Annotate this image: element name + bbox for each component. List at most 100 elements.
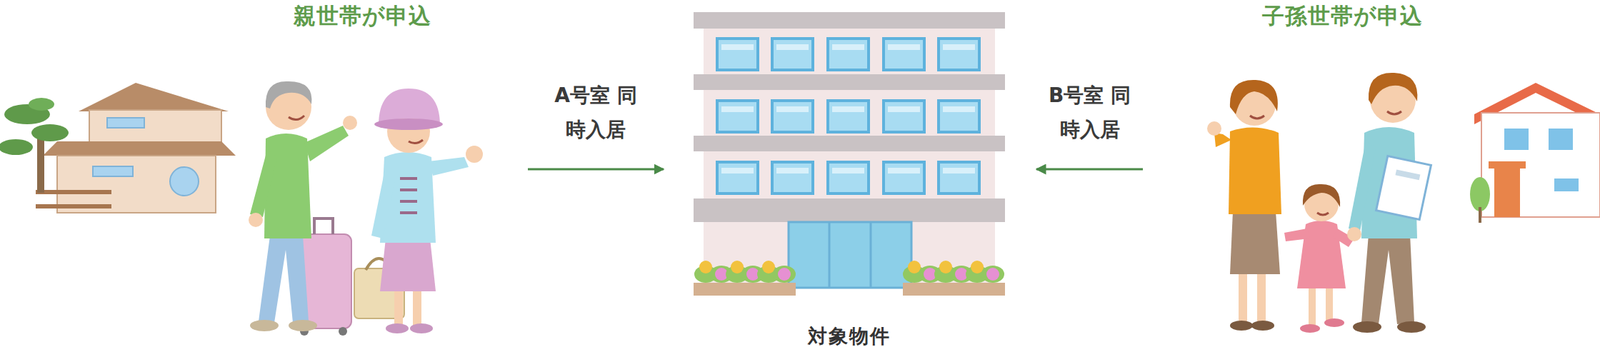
grandfather-part [304, 125, 349, 162]
pine-tree-part [31, 124, 69, 142]
apartment-building-part [693, 198, 1005, 223]
apartment-building-part-part [776, 44, 809, 50]
grandfather-part [248, 212, 263, 228]
father-part [1395, 169, 1420, 180]
father-part [1397, 321, 1426, 333]
apartment-building-part-part [883, 38, 925, 70]
grandfather-part [258, 235, 309, 323]
apartment-building-part-part [887, 44, 920, 50]
apartment-building-part-part [986, 267, 1000, 281]
parents-house-part [42, 141, 236, 156]
grandfather-part [264, 133, 312, 239]
apartment-building-part-part [981, 265, 1005, 283]
grandmother-part [380, 238, 436, 292]
edge-label: A号室 同時入居 [550, 78, 641, 147]
children-house-part [1504, 128, 1529, 150]
grandmother-part-part [400, 211, 418, 215]
grandfather [248, 81, 358, 336]
parents-house-part-part [35, 190, 112, 195]
parents-house-part [170, 167, 199, 196]
apartment-building-part-part [832, 106, 865, 113]
apartment-building-part-part [887, 167, 920, 174]
father-part [1347, 227, 1362, 242]
children-house-part [1494, 168, 1520, 218]
mother-part [1257, 271, 1266, 323]
apartment-building-part-part [942, 167, 975, 174]
grandfather-part [250, 320, 279, 332]
grandmother-part [385, 323, 409, 334]
apartment-building-part-part [721, 44, 754, 50]
apartment-building-part [902, 282, 1005, 296]
arrow-connector [527, 168, 664, 171]
daughter-part [1300, 324, 1320, 333]
grandmother-part [465, 145, 483, 163]
apartment-building-part-part [827, 100, 869, 133]
apartment-building-part-part [887, 106, 920, 113]
mother-part [1230, 80, 1278, 115]
household-heading: 親世帯が申込 [293, 1, 432, 32]
apartment-building-part [828, 222, 831, 288]
apartment-building-part-part [942, 106, 975, 113]
grandfather-part [338, 327, 348, 336]
grandfather-part [288, 320, 318, 332]
mother-part [1251, 320, 1275, 331]
grandmother-part-part [400, 188, 418, 192]
apartment-building-part-part [772, 100, 813, 133]
mother-part [1250, 115, 1265, 119]
parents-house-part [107, 117, 145, 128]
apartment-building-part [694, 260, 1005, 283]
mother-part [1228, 127, 1282, 215]
apartment-building-part-part [776, 167, 809, 174]
grandfather-part [314, 218, 333, 235]
arrow-connector [1036, 168, 1143, 171]
apartment-building-part-part [883, 162, 925, 194]
children-house-part [1478, 207, 1482, 223]
apartment-building-part-part [777, 267, 791, 281]
parents-house-part [35, 190, 112, 209]
apartment-building-part-part [776, 106, 809, 113]
grandmother-part-part [400, 200, 418, 203]
apartment-building-part [693, 282, 796, 296]
apartment-building-part-part [827, 162, 869, 194]
pine-tree [0, 97, 69, 193]
mother-part [1207, 121, 1222, 136]
children-house-part [1548, 128, 1573, 150]
father-part [1361, 234, 1415, 325]
apartment-building-part [693, 74, 1005, 90]
father-part [1348, 141, 1376, 232]
apartment-building-part-part [832, 44, 865, 50]
grandfather-part [250, 150, 278, 218]
apartment-building-part-part [730, 260, 744, 274]
apartment-building-part-part [938, 100, 980, 133]
pine-tree-part [0, 139, 33, 155]
grandmother-part [374, 118, 443, 130]
apartment-building-part-part [970, 260, 984, 274]
apartment-building-part-part [883, 100, 925, 133]
apartment-building-part-part [717, 100, 758, 133]
mother-part [1238, 271, 1248, 323]
apartment-building-part [693, 12, 1005, 29]
children-house-part [1470, 177, 1490, 212]
daughter [1284, 184, 1355, 333]
daughter-part [1324, 318, 1345, 328]
grandmother-part [408, 140, 423, 144]
daughter-part [1302, 184, 1340, 208]
children-house [1470, 82, 1600, 223]
grandmother-part [394, 287, 403, 326]
apartment-building-part-part [827, 38, 869, 70]
target-property: 対象物件 [693, 12, 1005, 347]
apartment-building [693, 12, 1005, 296]
apartment-building-part [870, 222, 873, 288]
apartment-building-part-part [832, 167, 865, 174]
grandfather-part [265, 81, 313, 109]
apartment-building-part-part [717, 162, 758, 194]
apartment-building-part-part [772, 162, 813, 194]
apartment-building-part-part [942, 44, 975, 50]
apartment-building-part-part [938, 38, 980, 70]
edge-label: B号室 同時入居 [1045, 78, 1135, 147]
apartment-building-part-part [907, 260, 921, 274]
grandmother-part [400, 178, 418, 213]
grandmother [354, 88, 483, 334]
mother-part [1230, 211, 1280, 275]
